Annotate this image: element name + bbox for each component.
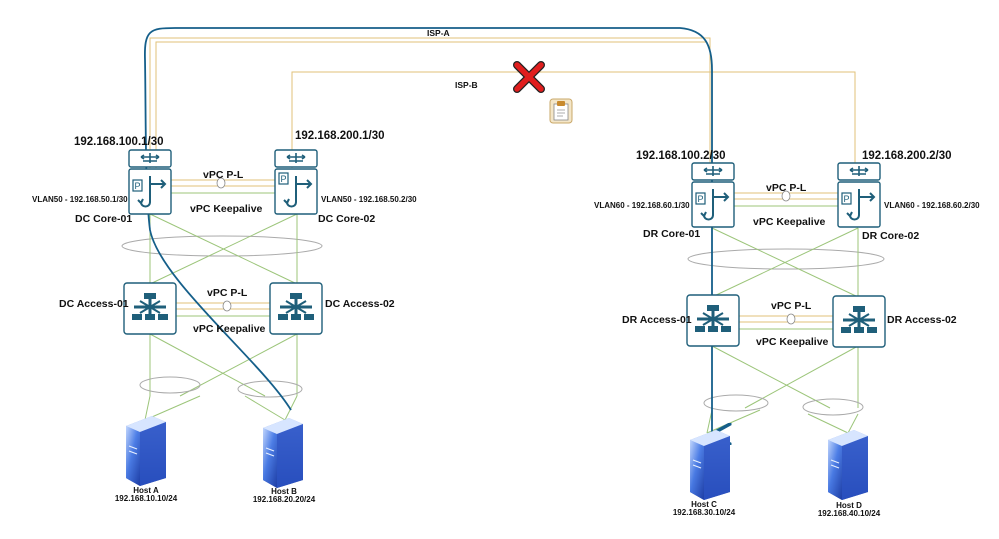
multilayer-switch-icon xyxy=(286,153,306,163)
dr-access-01-label: DR Access-01 xyxy=(622,314,692,326)
red-x-icon xyxy=(513,61,545,93)
dr-core-02-wan-ip: 192.168.200.2/30 xyxy=(862,150,952,162)
host-c-name: Host C xyxy=(691,500,717,509)
dr-core-02-vlan-label: VLAN60 - 192.168.60.2/30 xyxy=(884,201,980,210)
host-b-server-icon xyxy=(263,418,303,488)
dr-core-01-device: P xyxy=(691,162,735,228)
dr-core-peer-bundle xyxy=(781,190,791,202)
dc-core-keepalive-label: vPC Keepalive xyxy=(190,203,263,215)
multilayer-switch-icon xyxy=(278,293,314,320)
isp-a-link xyxy=(149,37,711,170)
router-icon: P xyxy=(695,189,730,221)
dr-host-c-portchannel xyxy=(703,394,769,412)
dc-access-peer-bundle xyxy=(222,300,232,312)
dc-host-a-portchannel xyxy=(139,376,201,394)
dc-core-peer-link-label: vPC P-L xyxy=(203,169,244,181)
dc-core-02-vlan-label: VLAN50 - 192.168.50.2/30 xyxy=(321,195,417,204)
dc-access-01-label: DC Access-01 xyxy=(59,298,129,310)
dc-core-01-device: P xyxy=(128,149,172,215)
dc-access-02-label: DC Access-02 xyxy=(325,298,395,310)
clipboard-icon xyxy=(549,98,573,124)
dr-core-01-vlan-label: VLAN60 - 192.168.60.1/30 xyxy=(594,201,690,210)
router-icon: P xyxy=(841,189,876,221)
svg-text:P: P xyxy=(135,181,141,191)
dr-host-d-portchannel xyxy=(802,398,864,416)
dr-access-peer-bundle xyxy=(786,313,796,325)
isp-a-label: ISP-A xyxy=(427,28,450,38)
multilayer-switch-icon xyxy=(140,153,160,163)
dc-core-02-wan-ip: 192.168.200.1/30 xyxy=(295,130,385,142)
isp-b-label: ISP-B xyxy=(455,80,478,90)
dr-core-02-label: DR Core-02 xyxy=(862,230,920,242)
host-d-name: Host D xyxy=(836,501,862,510)
dr-core-02-device: P xyxy=(837,162,881,228)
dr-access-02-label: DR Access-02 xyxy=(887,314,957,326)
dr-core-portchannel xyxy=(687,248,885,270)
dr-core-keepalive-label: vPC Keepalive xyxy=(753,216,826,228)
host-b-name: Host B xyxy=(271,487,297,496)
router-icon: P xyxy=(132,176,167,208)
host-c-server-icon xyxy=(690,430,730,500)
host-c-ip: 192.168.30.10/24 xyxy=(672,508,736,517)
dc-core-01-label: DC Core-01 xyxy=(75,213,133,225)
host-b-ip: 192.168.20.20/24 xyxy=(252,495,316,504)
dr-access-peer-link-label: vPC P-L xyxy=(771,300,812,312)
host-a-ip: 192.168.10.10/24 xyxy=(114,494,178,503)
dc-links xyxy=(121,177,323,421)
dc-core-portchannel xyxy=(121,235,323,257)
isp-b-link xyxy=(291,71,856,170)
svg-text:P: P xyxy=(844,194,850,204)
multilayer-switch-icon xyxy=(841,306,877,333)
dc-core-peer-bundle xyxy=(216,177,226,189)
svg-text:P: P xyxy=(281,174,287,184)
traffic-flow-path xyxy=(144,27,712,434)
dc-access-peer-link-label: vPC P-L xyxy=(207,287,248,299)
svg-text:P: P xyxy=(698,194,704,204)
isp-a-link-2 xyxy=(155,41,706,168)
dc-core-02-label: DC Core-02 xyxy=(318,213,376,225)
multilayer-switch-icon xyxy=(703,166,723,176)
dr-core-peer-link-label: vPC P-L xyxy=(766,182,807,194)
multilayer-switch-icon xyxy=(849,166,869,176)
host-d-server-icon xyxy=(828,430,868,500)
dr-links xyxy=(687,190,885,434)
host-a-server-icon xyxy=(126,416,166,486)
dr-access-keepalive-label: vPC Keepalive xyxy=(756,336,829,348)
dc-core-02-device: P xyxy=(274,149,318,215)
dc-access-02-device xyxy=(269,282,323,335)
dc-core-01-vlan-label: VLAN50 - 192.168.50.1/30 xyxy=(32,195,128,204)
dc-core-01-wan-ip: 192.168.100.1/30 xyxy=(74,136,164,148)
isp-links xyxy=(149,37,856,170)
dr-core-01-label: DR Core-01 xyxy=(643,228,701,240)
multilayer-switch-icon xyxy=(695,305,731,332)
host-a-name: Host A xyxy=(133,486,159,495)
dc-access-01-device xyxy=(123,282,177,335)
router-icon: P xyxy=(278,172,313,208)
dr-access-01-device xyxy=(686,294,740,347)
multilayer-switch-icon xyxy=(132,293,168,320)
dc-access-keepalive-label: vPC Keepalive xyxy=(193,323,266,335)
host-d-ip: 192.168.40.10/24 xyxy=(817,509,881,518)
dr-core-01-wan-ip: 192.168.100.2/30 xyxy=(636,150,726,162)
dr-access-02-device xyxy=(832,295,886,348)
